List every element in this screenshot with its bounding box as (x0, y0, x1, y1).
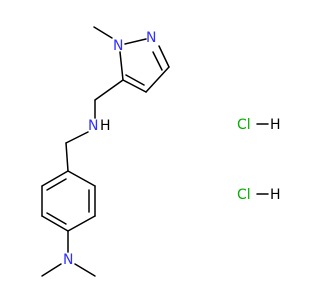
hcl1-h-label: H (270, 117, 281, 133)
bond-ring-6-double (46, 178, 67, 191)
bond-ring-1 (67, 170, 96, 187)
bond-c5-ch2 (94, 79, 124, 101)
hcl1-cl-label: Cl (237, 117, 251, 133)
bond-c5-n1 (119, 51, 124, 81)
bond-c4-c5 (122, 79, 147, 93)
molecule-diagram: N N N H N Cl H Cl H (41, 26, 281, 277)
bond-n2-c3 (158, 45, 170, 68)
bonds (41, 26, 269, 277)
pyrazole-n1-label: N (113, 38, 123, 54)
pyrazole-n2-label: N (146, 30, 156, 46)
amine-n-label: N (88, 118, 98, 134)
molecule-svg: N N N H N Cl H Cl H (41, 26, 281, 277)
bond-n-methyl-left (41, 263, 62, 277)
hcl2-h-label: H (270, 187, 281, 203)
bond-n-methyl-right (74, 263, 96, 277)
bond-c4-c5-double (125, 74, 145, 86)
bond-ring-3 (67, 215, 96, 232)
bond-ring-4-double (46, 212, 67, 225)
bond-ring-6 (41, 170, 69, 187)
bond-methyl-n1 (93, 26, 113, 39)
dimethyl-n-label: N (63, 252, 73, 268)
bond-ch2b-ring (65, 142, 69, 172)
bond-nh-ch2b (65, 131, 89, 144)
atom-labels: N N N H N Cl H Cl H (63, 30, 281, 268)
amine-h-label: H (100, 118, 111, 134)
bond-c3-c4 (145, 66, 170, 93)
bond-ring-4 (41, 215, 69, 232)
bond-n2-c3-double (152, 51, 163, 71)
bond-n1-n2 (124, 38, 147, 45)
hcl2-cl-label: Cl (237, 187, 251, 203)
